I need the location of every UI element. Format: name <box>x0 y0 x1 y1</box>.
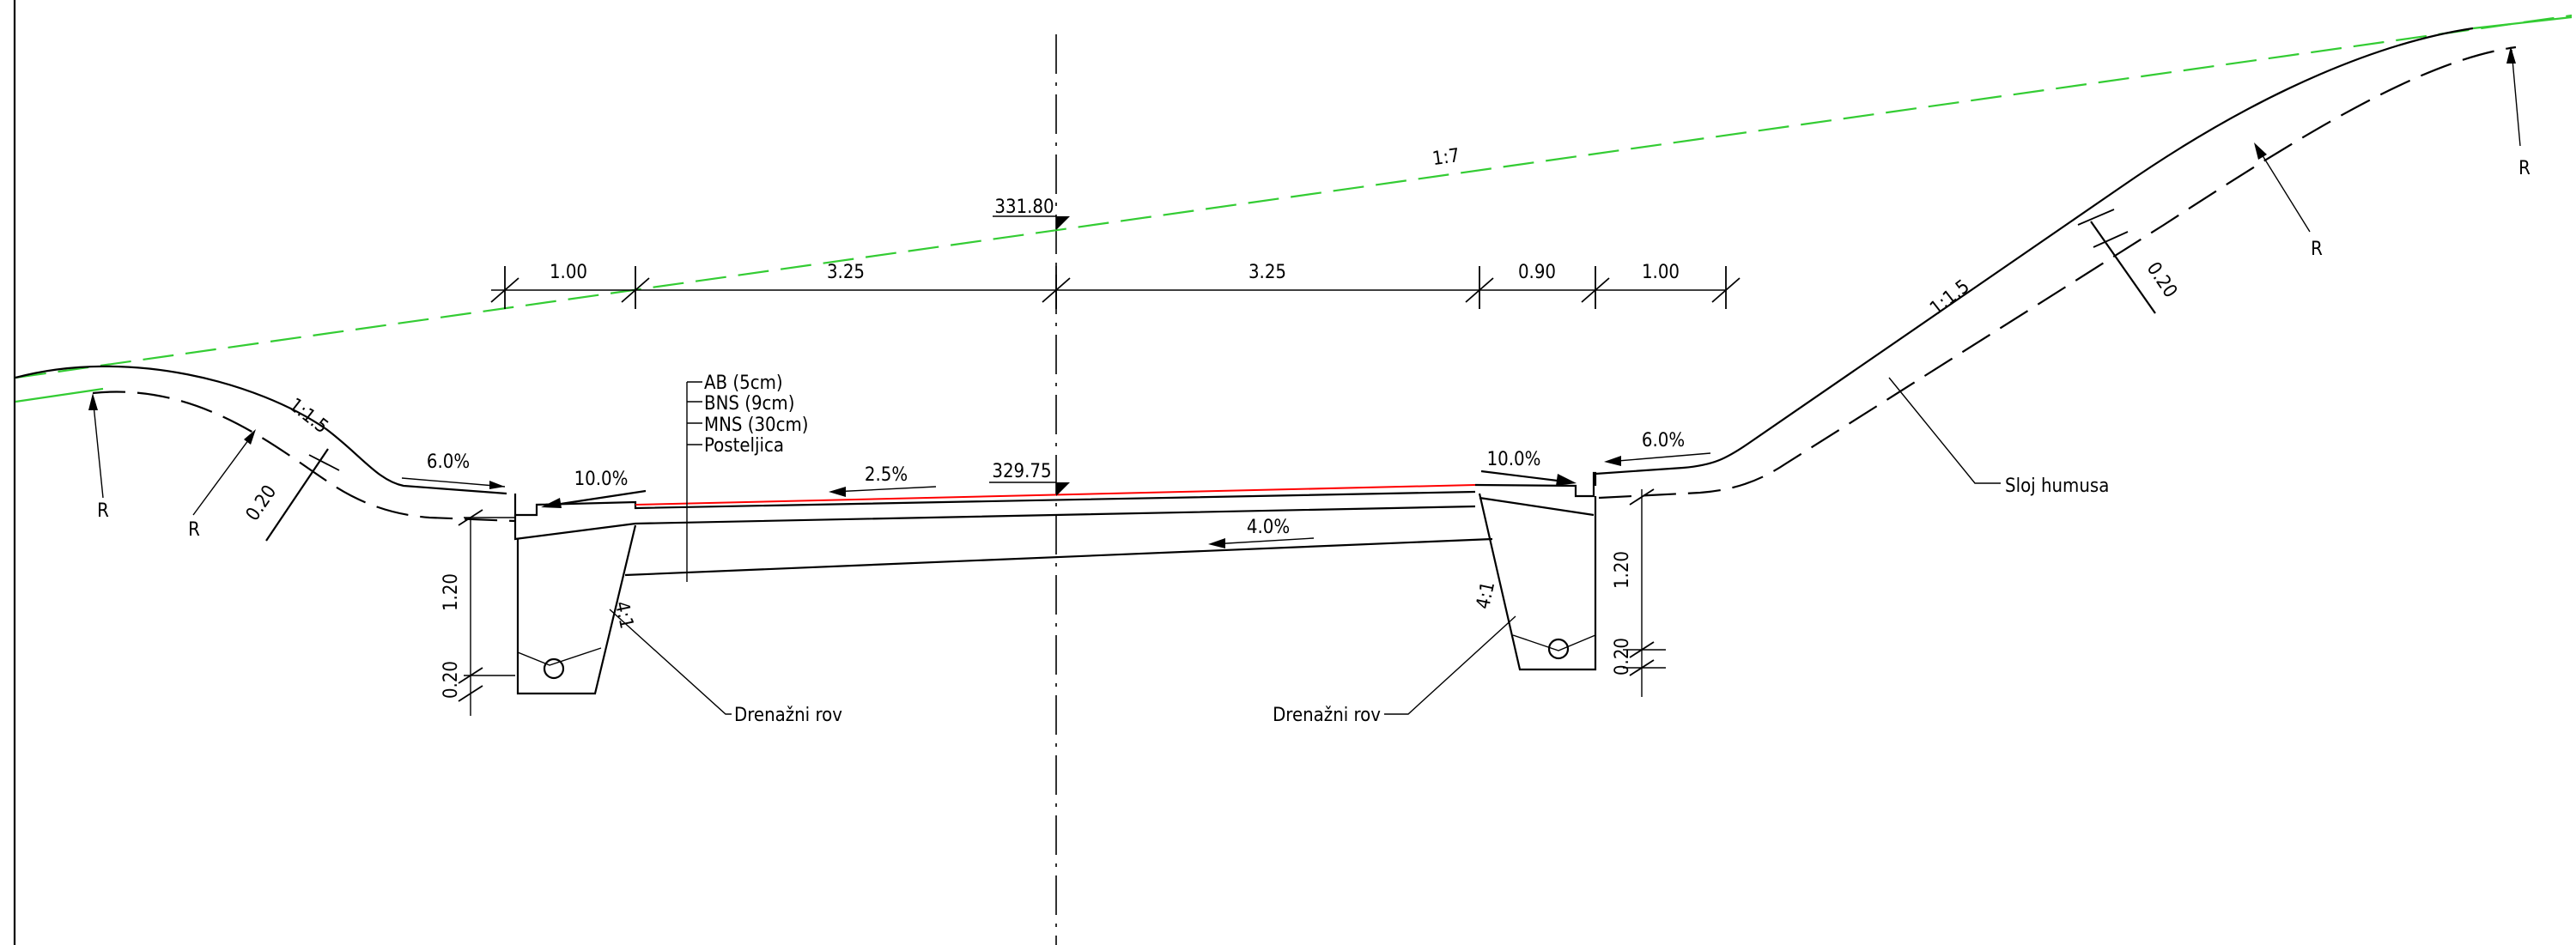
left-embankment-slope-label: 1:1.5 <box>284 394 331 438</box>
dimension-label-1: 1.00 <box>550 262 587 283</box>
right-trench-fill-line <box>1512 634 1596 651</box>
right-curb <box>1474 471 1597 498</box>
terrain-line-lower <box>15 387 104 403</box>
road-elevation-label: 329.75 <box>992 461 1051 482</box>
radius-marker-right-1: R <box>2254 142 2323 260</box>
layer-posteljica: Posteljica <box>704 435 784 457</box>
radius-marker-left-1: R <box>88 393 109 522</box>
radius-marker-left-2: R <box>188 429 256 541</box>
left-drain-pipe <box>543 657 565 680</box>
dimension-label-4: 0.90 <box>1518 262 1556 283</box>
svg-text:R: R <box>2518 158 2530 179</box>
svg-text:0.20: 0.20 <box>1612 638 1633 675</box>
road-surface-red-line <box>635 484 1476 506</box>
right-embankment-slope-label: 1:1.5 <box>1926 276 1973 319</box>
layer-ab: AB (5cm) <box>704 373 783 394</box>
right-humus-layer <box>1598 45 2517 500</box>
topsoil-label: Sloj humusa <box>2005 476 2109 497</box>
svg-text:R: R <box>2311 239 2323 260</box>
terrain-line-upper <box>15 14 2573 379</box>
left-gutter-slope: 10.0% <box>541 469 647 508</box>
left-trench-fill-line <box>517 647 602 666</box>
dimension-label-3: 3.25 <box>1249 262 1286 283</box>
svg-text:1.20: 1.20 <box>440 573 462 611</box>
svg-text:R: R <box>188 519 200 541</box>
svg-text:4.0%: 4.0% <box>1247 517 1290 538</box>
svg-text:2.5%: 2.5% <box>865 464 908 486</box>
layer-mns: MNS (30cm) <box>704 415 809 436</box>
layer-bns: BNS (9cm) <box>704 393 794 415</box>
right-humus-thickness: 0.20 <box>2077 209 2181 314</box>
left-trench-depth-dimension: 1.20 0.20 <box>440 509 515 716</box>
left-trench-wall-label: 4:1 <box>611 599 637 630</box>
right-trench-wall-label: 4:1 <box>1473 579 1499 610</box>
svg-text:6.0%: 6.0% <box>427 451 470 473</box>
right-shoulder-slope: 6.0% <box>1604 430 1711 466</box>
right-gutter-slope: 10.0% <box>1480 449 1577 486</box>
topsoil-leader: Sloj humusa <box>1888 377 2109 497</box>
svg-text:0.20: 0.20 <box>2142 258 2181 302</box>
svg-text:0.20: 0.20 <box>242 482 281 525</box>
right-drainage-trench <box>1478 493 1597 671</box>
svg-text:10.0%: 10.0% <box>574 469 629 490</box>
svg-text:R: R <box>97 500 109 522</box>
road-elevation-marker: 329.75 <box>989 461 1070 496</box>
pavement-layers-legend: AB (5cm) BNS (9cm) MNS (30cm) Posteljica <box>686 373 809 582</box>
dimension-label-2: 3.25 <box>827 262 865 283</box>
svg-text:0.20: 0.20 <box>440 661 462 699</box>
svg-text:10.0%: 10.0% <box>1487 449 1541 470</box>
right-embankment-surface <box>1595 27 2474 476</box>
layer-bottom-line <box>624 537 1493 577</box>
dimension-label-5: 1.00 <box>1642 262 1680 283</box>
top-elevation-label: 331.80 <box>994 197 1054 218</box>
svg-text:1.20: 1.20 <box>1612 551 1633 589</box>
left-curb-inner <box>513 505 1476 541</box>
left-drain-leader: Drenažni rov <box>609 609 842 726</box>
right-drain-label: Drenažni rov <box>1273 705 1381 726</box>
svg-text:6.0%: 6.0% <box>1642 430 1685 451</box>
right-curb-lower <box>1479 496 1595 517</box>
top-elevation-marker: 331.80 <box>993 197 1070 230</box>
carriageway-slope: 2.5% <box>829 464 937 497</box>
right-trench-depth-dimension: 1.20 0.20 <box>1612 488 1666 697</box>
left-drain-label: Drenažni rov <box>734 705 842 726</box>
left-humus-thickness: 0.20 <box>242 448 340 542</box>
left-shoulder-slope: 6.0% <box>401 451 506 489</box>
left-embankment-surface <box>15 365 507 495</box>
top-dimension-ticks <box>490 266 1741 309</box>
right-drain-pipe <box>1547 638 1570 660</box>
radius-marker-right-2: R <box>2506 46 2530 179</box>
subgrade-slope: 4.0% <box>1208 517 1315 548</box>
terrain-slope-label: 1:7 <box>1431 145 1461 170</box>
left-drainage-trench <box>516 524 637 695</box>
terrain-line-far-right <box>2472 15 2573 30</box>
right-drain-leader: Drenažni rov <box>1273 615 1516 726</box>
